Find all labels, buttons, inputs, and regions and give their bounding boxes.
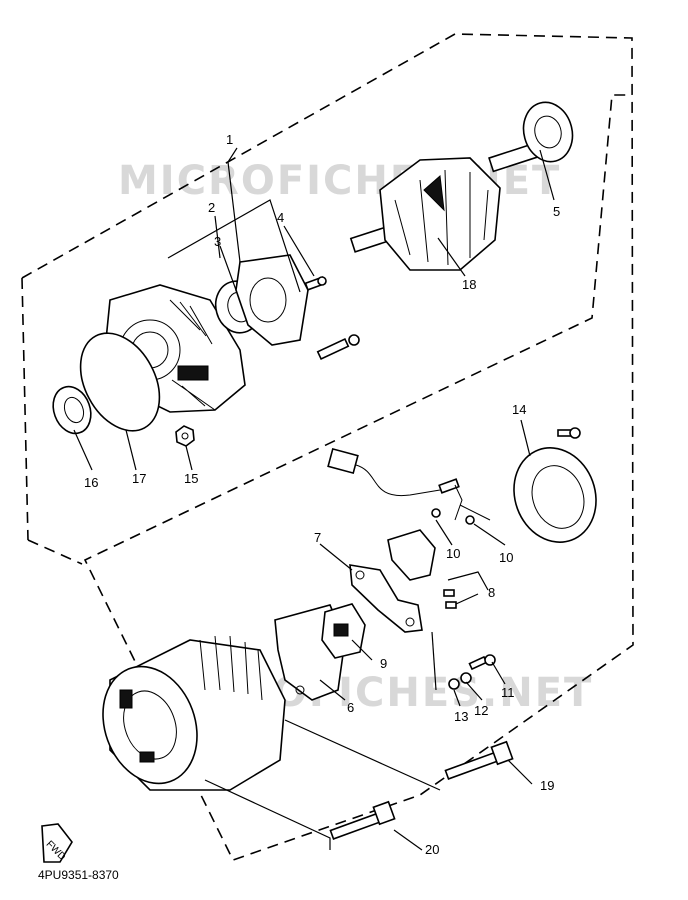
washer-13 <box>448 678 460 690</box>
assembly-outline-left <box>21 277 29 541</box>
plate-screw <box>304 276 327 291</box>
o-ring <box>79 332 161 432</box>
callout-13: 13 <box>454 709 468 724</box>
through-bolt-19 <box>444 740 514 780</box>
catalog-number: 4PU9351-8370 <box>38 868 119 882</box>
through-bolt-20 <box>329 800 396 840</box>
stud-bolt <box>316 334 360 361</box>
callout-19: 19 <box>540 778 554 793</box>
oil-seal <box>52 385 92 435</box>
assembly-outline <box>21 33 634 861</box>
assembly-outline-corner <box>27 539 83 565</box>
callout-12: 12 <box>474 703 488 718</box>
callout-16: 16 <box>84 475 98 490</box>
brush-holder <box>321 603 366 659</box>
callout-3: 3 <box>214 234 221 249</box>
rectifier <box>387 529 457 609</box>
leader-lines <box>73 147 555 851</box>
callout-9: 9 <box>380 656 387 671</box>
callout-2: 2 <box>208 200 215 215</box>
callout-8: 8 <box>488 585 495 600</box>
nut <box>175 425 195 447</box>
callout-4: 4 <box>277 210 284 225</box>
forward-arrow-icon: FWD <box>41 823 73 863</box>
callout-7: 7 <box>314 530 321 545</box>
screw-10a <box>431 508 441 518</box>
callout-10a: 10 <box>446 546 460 561</box>
rear-housing <box>102 635 286 791</box>
regulator-plate <box>349 564 423 633</box>
retainer-plate <box>235 254 309 346</box>
rear-cover <box>513 427 597 543</box>
rear-bearing <box>522 101 574 163</box>
callout-14: 14 <box>512 402 526 417</box>
callout-17: 17 <box>132 471 146 486</box>
callout-18: 18 <box>462 277 476 292</box>
callout-20: 20 <box>425 842 439 857</box>
callout-5: 5 <box>553 204 560 219</box>
callout-6: 6 <box>347 700 354 715</box>
callout-11: 11 <box>501 685 515 700</box>
callout-15: 15 <box>184 471 198 486</box>
callout-10b: 10 <box>499 550 513 565</box>
terminal-bolt <box>468 654 496 671</box>
wiring-harness <box>327 447 491 521</box>
rotor <box>349 141 542 271</box>
washer-12 <box>460 672 472 684</box>
screw-10b <box>465 515 475 525</box>
callout-1: 1 <box>226 132 233 147</box>
